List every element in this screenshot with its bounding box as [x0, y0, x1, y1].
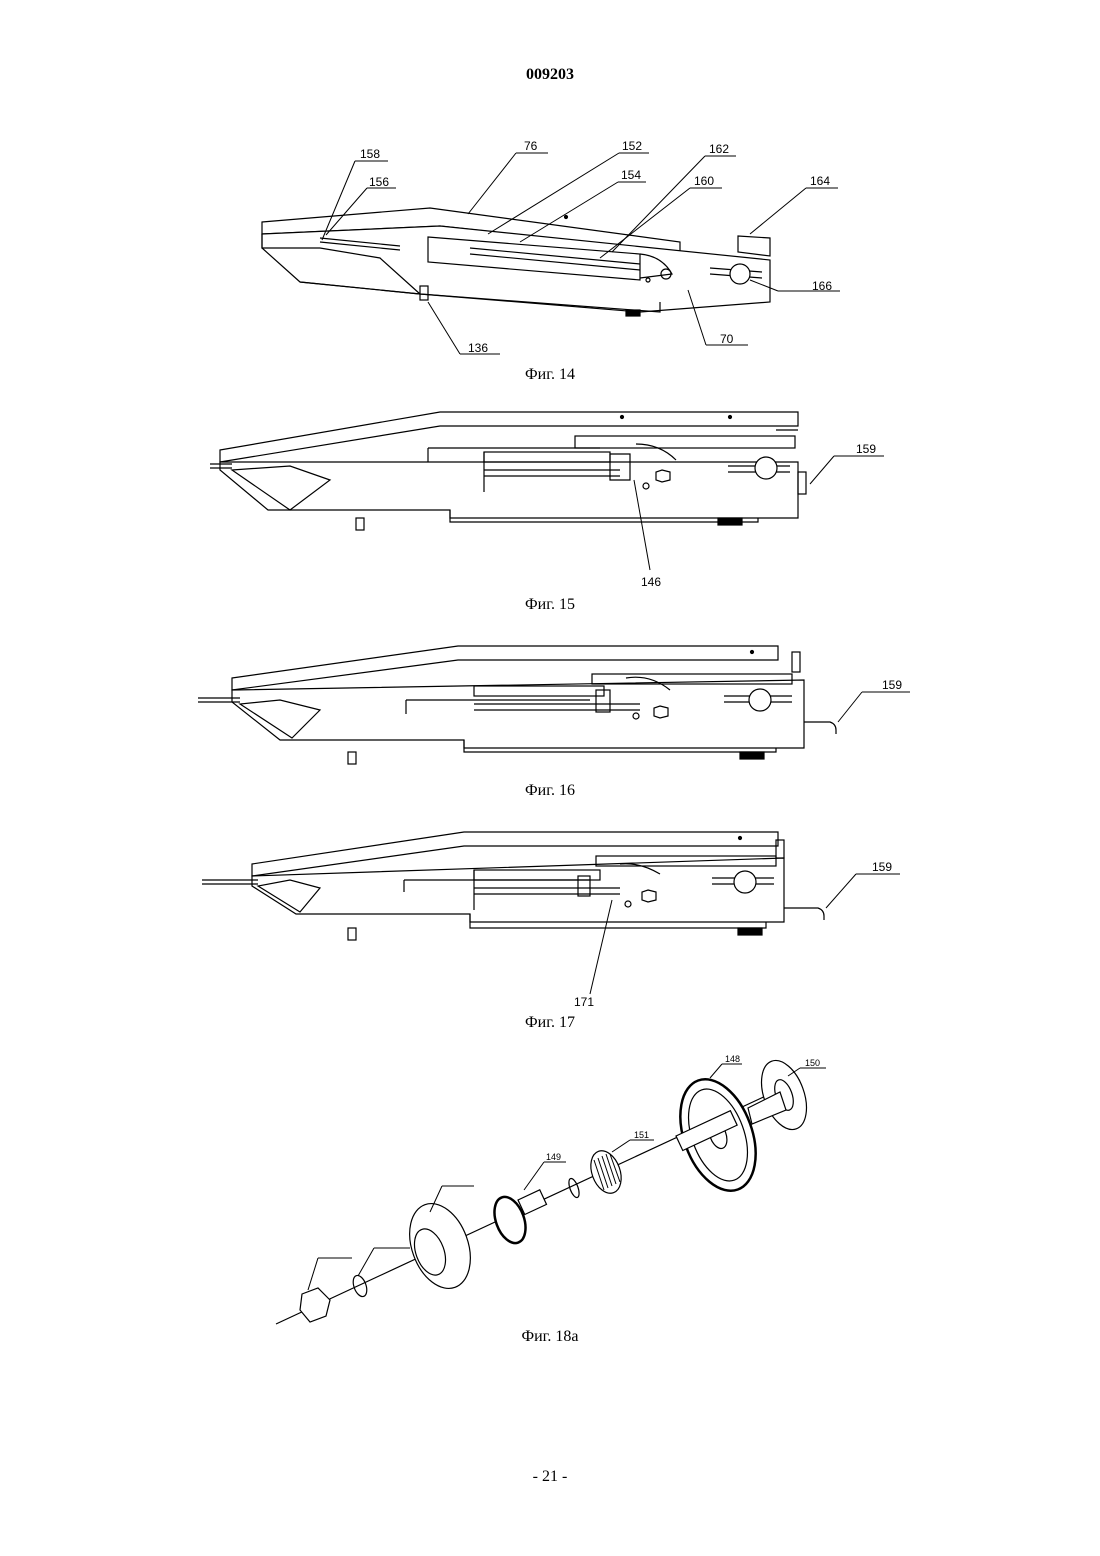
figure-17: 159 171 Фиг. 17 — [0, 818, 1100, 1038]
label-152: 152 — [622, 139, 642, 153]
label-76: 76 — [524, 139, 538, 153]
label-146: 146 — [641, 575, 661, 589]
label-158: 158 — [360, 147, 380, 161]
figure-14-drawing: 158 156 76 152 154 162 160 164 166 136 7… — [0, 130, 1100, 400]
figure-15-caption: Фиг. 15 — [0, 596, 1100, 614]
figure-16: 159 Фиг. 16 — [0, 630, 1100, 810]
figure-17-drawing: 159 171 — [0, 818, 1100, 1038]
label-159: 159 — [856, 442, 876, 456]
figure-14-caption: Фиг. 14 — [0, 366, 1100, 384]
figure-15: 159 146 Фиг. 15 — [0, 400, 1100, 620]
figure-18a: 148 150 149 151 Фиг. 18а — [0, 1040, 1100, 1360]
label-151: 151 — [634, 1130, 649, 1140]
label-136: 136 — [468, 341, 488, 355]
label-148: 148 — [725, 1054, 740, 1064]
label-156: 156 — [369, 175, 389, 189]
label-154: 154 — [621, 168, 641, 182]
label-159: 159 — [872, 860, 892, 874]
label-162: 162 — [709, 142, 729, 156]
label-160: 160 — [694, 174, 714, 188]
figure-17-caption: Фиг. 17 — [0, 1014, 1100, 1032]
figure-15-drawing: 159 146 — [0, 400, 1100, 620]
label-70: 70 — [720, 332, 734, 346]
figure-16-caption: Фиг. 16 — [0, 782, 1100, 800]
label-149: 149 — [546, 1152, 561, 1162]
figure-18a-caption: Фиг. 18а — [0, 1328, 1100, 1346]
label-150: 150 — [805, 1058, 820, 1068]
page-number: - 21 - — [0, 1468, 1100, 1486]
label-166: 166 — [812, 279, 832, 293]
label-164: 164 — [810, 174, 830, 188]
figure-18a-drawing: 148 150 149 151 — [0, 1040, 1100, 1360]
label-171: 171 — [574, 995, 594, 1009]
label-159: 159 — [882, 678, 902, 692]
document-number: 009203 — [0, 66, 1100, 84]
figure-14: 158 156 76 152 154 162 160 164 166 136 7… — [0, 130, 1100, 400]
